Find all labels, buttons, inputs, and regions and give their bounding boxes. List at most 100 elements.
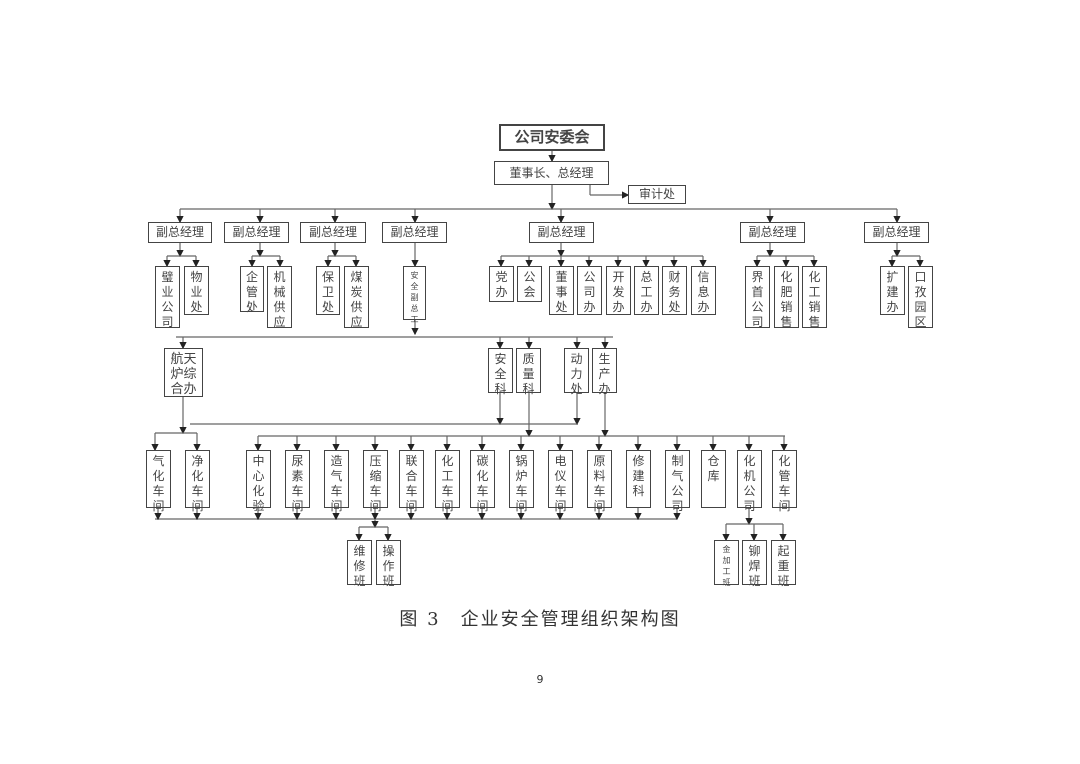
box-team: 金加工班 bbox=[714, 540, 739, 587]
box-workshop: 原料车间 bbox=[587, 450, 612, 513]
box-workshop: 气化车间 bbox=[146, 450, 171, 513]
box-workshop: 尿素车间 bbox=[285, 450, 310, 513]
box-label: 化机公司 bbox=[743, 454, 756, 513]
box-label: 质量科 bbox=[522, 352, 535, 396]
box-label: 董事长、总经理 bbox=[509, 165, 594, 180]
box-label: 口孜园区 bbox=[914, 270, 927, 329]
box-label: 金加工班 bbox=[722, 545, 731, 587]
box-label: 气化车间 bbox=[152, 454, 165, 513]
box-label: 财务处 bbox=[668, 270, 681, 314]
box-label: 公会 bbox=[523, 270, 536, 299]
box-team: 操作班 bbox=[376, 540, 401, 588]
box-workshop: 压缩车间 bbox=[363, 450, 388, 513]
box-unit: 总工办 bbox=[634, 266, 659, 315]
figure-caption: 图 3 企业安全管理组织架构图 bbox=[399, 609, 681, 630]
box-label: 化工销售 bbox=[808, 270, 821, 329]
box-team: 起重班 bbox=[771, 540, 796, 588]
box-unit: 璧业公司 bbox=[155, 266, 180, 329]
box-workshop: 化工车间 bbox=[435, 450, 460, 513]
box-label: 制气公司 bbox=[671, 454, 684, 513]
box-label: 净化车间 bbox=[191, 454, 204, 513]
box-label: 信息办 bbox=[697, 270, 710, 314]
box-unit: 口孜园区 bbox=[908, 266, 933, 329]
box-workshop: 造气车间 bbox=[324, 450, 349, 513]
box-label: 煤炭供应 bbox=[350, 270, 363, 329]
box-label: 碳化车间 bbox=[476, 454, 489, 513]
box-workshop: 化机公司 bbox=[737, 450, 762, 513]
box-label: 企管处 bbox=[245, 270, 258, 314]
box-label: 压缩车间 bbox=[369, 454, 382, 513]
box-unit: 开发办 bbox=[606, 266, 631, 315]
box-label: 总工办 bbox=[640, 270, 653, 314]
box-label: 起重班 bbox=[777, 544, 790, 588]
box-label: 保卫处 bbox=[321, 270, 334, 314]
box-vp: 副总经理 bbox=[740, 222, 805, 243]
box-label: 修建科 bbox=[632, 454, 645, 498]
box-unit: 物业处 bbox=[184, 266, 209, 315]
box-unit: 扩建办 bbox=[880, 266, 905, 315]
box-label: 造气车间 bbox=[330, 454, 343, 513]
box-label: 尿素车间 bbox=[291, 454, 304, 513]
box-unit: 公会 bbox=[517, 266, 542, 302]
box-label: 仓库 bbox=[707, 454, 720, 483]
box-safety: 动力处 bbox=[564, 348, 589, 396]
box-label: 生产办 bbox=[598, 352, 611, 396]
box-label: 锅炉车间 bbox=[515, 454, 528, 513]
page-number: 9 bbox=[536, 673, 544, 686]
box-unit: 党办 bbox=[489, 266, 514, 302]
box-label: 物业处 bbox=[190, 270, 203, 314]
box-audit: 审计处 bbox=[628, 185, 686, 204]
box-label: 化工车间 bbox=[441, 454, 454, 513]
box-workshop: 净化车间 bbox=[185, 450, 210, 513]
box-workshop: 联合车间 bbox=[399, 450, 424, 513]
box-label: 开发办 bbox=[612, 270, 625, 314]
box-unit: 企管处 bbox=[240, 266, 264, 314]
box-unit: 信息办 bbox=[691, 266, 716, 315]
box-label: 铆焊班 bbox=[748, 544, 761, 588]
box-safety: 航天炉综合办 bbox=[164, 348, 203, 397]
box-workshop: 仓库 bbox=[701, 450, 726, 508]
box-unit: 财务处 bbox=[662, 266, 687, 315]
box-label: 副总经理 bbox=[308, 225, 357, 239]
box-vp: 副总经理 bbox=[300, 222, 366, 243]
box-label: 中心化验 bbox=[252, 454, 265, 513]
box-label: 安全科 bbox=[494, 352, 507, 396]
box-workshop: 碳化车间 bbox=[470, 450, 495, 513]
box-label: 董事处 bbox=[555, 270, 568, 314]
box-label: 电仪车间 bbox=[554, 454, 567, 513]
box-unit: 机械供应 bbox=[267, 266, 292, 329]
box-label: 副总经理 bbox=[537, 225, 586, 239]
box-workshop: 中心化验 bbox=[246, 450, 271, 513]
box-unit: 化肥销售 bbox=[774, 266, 799, 329]
box-label: 审计处 bbox=[638, 187, 675, 201]
box-label: 璧业公司 bbox=[161, 270, 174, 329]
box-label: 副总经理 bbox=[155, 225, 204, 239]
box-label: 维修班 bbox=[353, 544, 366, 588]
box-vp: 副总经理 bbox=[224, 222, 289, 243]
box-safety: 安全科 bbox=[488, 348, 513, 396]
box-label: 机械供应 bbox=[273, 270, 286, 329]
box-label: 安全副总工 bbox=[410, 271, 419, 324]
box-label: 扩建办 bbox=[886, 270, 899, 314]
box-label: 副总经理 bbox=[232, 225, 281, 239]
box-label: 党办 bbox=[495, 270, 508, 299]
box-unit: 公司办 bbox=[577, 266, 602, 315]
box-label: 副总经理 bbox=[748, 225, 797, 239]
box-label: 公司办 bbox=[583, 270, 596, 314]
box-vp: 副总经理 bbox=[864, 222, 929, 243]
box-unit: 化工销售 bbox=[802, 266, 827, 329]
box-unit: 保卫处 bbox=[316, 266, 340, 315]
box-label: 副总经理 bbox=[872, 225, 921, 239]
box-workshop: 电仪车间 bbox=[548, 450, 573, 513]
box-label: 联合车间 bbox=[405, 454, 418, 513]
box-label: 原料车间 bbox=[593, 454, 606, 513]
box-workshop: 化管车间 bbox=[772, 450, 797, 513]
box-vp: 副总经理 bbox=[148, 222, 212, 243]
box-vp: 副总经理 bbox=[529, 222, 594, 243]
box-label: 操作班 bbox=[382, 544, 395, 588]
box-workshop: 制气公司 bbox=[665, 450, 690, 513]
box-label: 化肥销售 bbox=[780, 270, 793, 329]
box-team: 铆焊班 bbox=[742, 540, 767, 588]
box-vp: 副总经理 bbox=[382, 222, 447, 243]
